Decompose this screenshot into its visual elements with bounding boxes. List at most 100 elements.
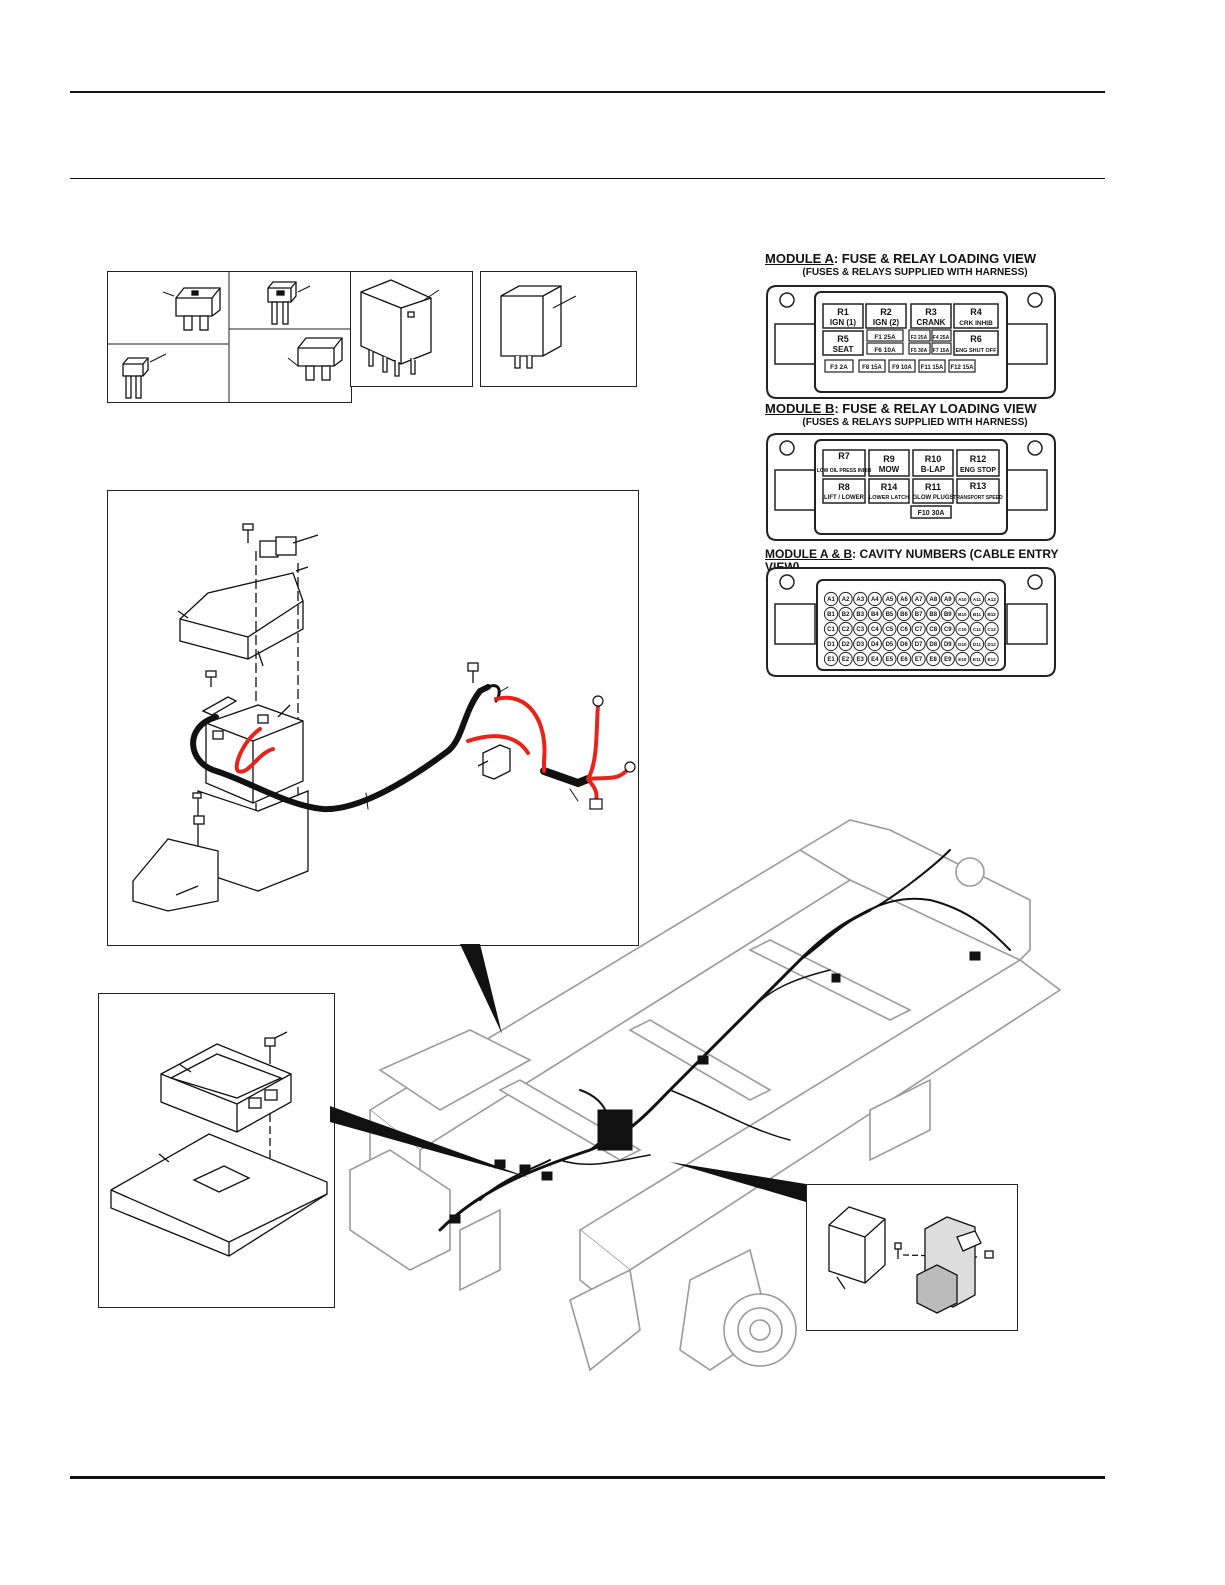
cavity-circle bbox=[955, 621, 970, 637]
cavity-circle bbox=[955, 606, 970, 622]
cavity-label: A11 bbox=[973, 597, 982, 602]
relay-r8-name: LIFT / LOWER bbox=[824, 495, 865, 501]
mini-fuse-icon bbox=[267, 281, 297, 325]
cavity-label: D5 bbox=[886, 642, 894, 648]
callout-wedge-controller bbox=[330, 1106, 530, 1178]
cavity-label: C10 bbox=[958, 627, 967, 632]
battery-tray-icon bbox=[132, 790, 309, 912]
cavity-circle bbox=[896, 651, 912, 667]
cavity-label: A6 bbox=[900, 597, 908, 603]
cavity-label: D1 bbox=[827, 642, 835, 648]
callout-wedge-fuse-block bbox=[670, 1162, 806, 1202]
cavity-label: E4 bbox=[871, 657, 879, 663]
cavity-label: B8 bbox=[929, 612, 937, 618]
relay-r12-id: R12 bbox=[970, 454, 987, 464]
fuse-f7-label: F7 15A bbox=[933, 348, 950, 354]
cavity-circle bbox=[911, 621, 926, 637]
cavity-circle bbox=[940, 651, 955, 667]
cavity-label: C2 bbox=[842, 627, 850, 633]
relay-r7-name: LOW OIL PRESS INHIB bbox=[817, 468, 872, 474]
fuse-block-art bbox=[828, 1206, 994, 1314]
ring-terminal-icon bbox=[592, 695, 604, 707]
cavity-circle bbox=[969, 636, 985, 652]
relay-r9-name: MOW bbox=[879, 465, 900, 474]
module-b-heading: MODULE B: FUSE & RELAY LOADING VIEW (FUS… bbox=[765, 401, 1065, 429]
cavity-circle bbox=[853, 606, 868, 622]
controller-module-icon bbox=[160, 1043, 292, 1133]
fuse-f4-label: F4 25A bbox=[933, 335, 950, 341]
fuse-block-cover-icon bbox=[828, 1206, 886, 1284]
relay-r6-id: R6 bbox=[970, 334, 982, 344]
cavity-label: E8 bbox=[930, 657, 938, 663]
frame-rail-right bbox=[578, 959, 1062, 1271]
module-b-subtitle: (FUSES & RELAYS SUPPLIED WITH HARNESS) bbox=[802, 417, 1028, 429]
relay-r1-name: IGN (1) bbox=[830, 318, 857, 327]
cavity-circle bbox=[955, 651, 970, 667]
cavity-label: A4 bbox=[871, 597, 879, 603]
battery-assembly-panel bbox=[107, 490, 639, 946]
cavity-circle bbox=[823, 621, 839, 637]
cavity-circle bbox=[867, 606, 882, 622]
cavity-circle bbox=[823, 651, 839, 667]
battery-cover-icon bbox=[179, 572, 304, 660]
cavity-circle bbox=[867, 636, 882, 652]
relay-r5-name: SEAT bbox=[833, 345, 854, 354]
cavity-circle bbox=[911, 591, 926, 607]
cavity-label: A2 bbox=[842, 597, 850, 603]
relay-r2-id: R2 bbox=[880, 307, 892, 317]
module-a-subtitle: (FUSES & RELAYS SUPPLIED WITH HARNESS) bbox=[802, 267, 1028, 279]
relay-r10-name: B-LAP bbox=[921, 465, 946, 474]
bolt-icon bbox=[192, 792, 205, 825]
cavity-label: E5 bbox=[886, 657, 894, 663]
relay-r12-name: ENG STOP bbox=[960, 467, 996, 474]
cavity-label: A10 bbox=[958, 597, 967, 602]
cavity-circle bbox=[940, 621, 955, 637]
cavity-label: B6 bbox=[900, 612, 908, 618]
cavity-circle bbox=[926, 651, 941, 667]
cavity-circle bbox=[969, 651, 985, 667]
relay-r1-id: R1 bbox=[837, 307, 849, 317]
cavity-label: A8 bbox=[929, 597, 937, 603]
relay-r7-id: R7 bbox=[838, 451, 850, 461]
cavity-label: D3 bbox=[856, 642, 864, 648]
cavity-label: B11 bbox=[973, 612, 982, 617]
cavity-label: D2 bbox=[842, 642, 850, 648]
relay-r10-id: R10 bbox=[925, 454, 942, 464]
cavity-label: A3 bbox=[856, 597, 864, 603]
cavity-label: B7 bbox=[915, 612, 923, 618]
cavity-circle bbox=[984, 591, 999, 607]
relay-r13-name: TRANSPORT SPEED bbox=[953, 495, 1003, 501]
relay-r3-name: CRANK bbox=[917, 318, 946, 327]
maxi-fuse-icon bbox=[175, 287, 221, 331]
relay-r4-name: CRK INHIB bbox=[959, 320, 993, 327]
cavity-circle bbox=[853, 651, 868, 667]
cavity-circle bbox=[984, 606, 999, 622]
header-bottom-rule bbox=[70, 178, 1105, 179]
cavity-circle bbox=[867, 651, 882, 667]
cavity-circle bbox=[984, 636, 999, 652]
cavity-circle bbox=[940, 636, 955, 652]
cavity-label: C4 bbox=[871, 627, 879, 633]
cavity-circle bbox=[911, 651, 926, 667]
cavity-label: E6 bbox=[900, 657, 908, 663]
cavity-label: C12 bbox=[987, 627, 996, 632]
cavity-label: E3 bbox=[857, 657, 865, 663]
cavity-label: E10 bbox=[958, 657, 967, 662]
module-a-heading: MODULE A: FUSE & RELAY LOADING VIEW (FUS… bbox=[765, 251, 1065, 279]
fuse-f9-label: F9 10A bbox=[892, 365, 912, 371]
harness-trunk bbox=[540, 767, 592, 788]
cavity-label: B9 bbox=[944, 612, 952, 618]
cavity-label: D6 bbox=[900, 642, 908, 648]
cavity-circle bbox=[969, 591, 985, 607]
cavity-circle bbox=[969, 606, 985, 622]
fuse-f10-label: F10 30A bbox=[918, 510, 945, 517]
module-a-title-suffix: : FUSE & RELAY LOADING VIEW bbox=[833, 251, 1037, 266]
relay-r3-id: R3 bbox=[925, 307, 937, 317]
fuse-f12-label: F12 15A bbox=[950, 365, 974, 371]
fuse-f3-label: F3 2A bbox=[830, 364, 848, 371]
bolt-icon bbox=[467, 662, 479, 683]
relay-r14-id: R14 bbox=[881, 482, 898, 492]
cavity-label: D10 bbox=[958, 642, 967, 647]
